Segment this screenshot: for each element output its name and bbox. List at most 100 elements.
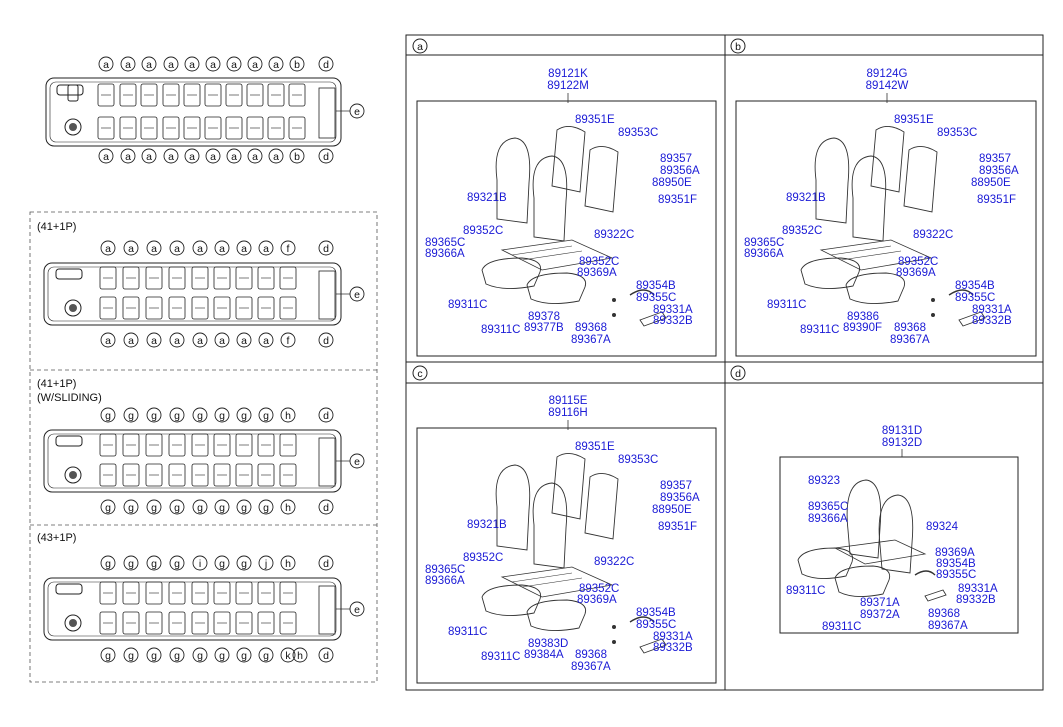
svg-text:g: g (151, 502, 157, 514)
rear-letter: d (318, 647, 334, 663)
seat-letter: a (163, 56, 179, 72)
part-number: 89386 (847, 311, 879, 323)
part-number: 89366A (744, 248, 784, 260)
part-number: 89365C (744, 237, 784, 249)
seat-letter: g (192, 407, 208, 423)
seat (288, 116, 306, 140)
rear-letter: d (318, 332, 334, 348)
part-number: 89369A (896, 267, 936, 279)
side-letter: e (349, 601, 365, 617)
svg-text:g: g (197, 650, 203, 662)
rear-letter: d (318, 148, 334, 164)
panel-c: 89115E89116H89351E89353C8935789356A88950… (425, 395, 700, 673)
seat-letter: a (192, 332, 208, 348)
seat (145, 581, 163, 605)
seat-letter: g (100, 555, 116, 571)
svg-text:a: a (219, 335, 225, 347)
panel-letter-a: a (412, 38, 428, 54)
svg-text:g: g (219, 558, 225, 570)
seat (279, 266, 297, 290)
seat (257, 296, 275, 320)
seat (168, 611, 186, 635)
svg-text:g: g (197, 410, 203, 422)
assembly-number: 89124G (867, 68, 908, 80)
seat-letter: a (163, 148, 179, 164)
seat (191, 433, 209, 457)
panel-b: 89124G89142W89351E89353C8935789356A88950… (744, 68, 1019, 346)
seat-letter: g (214, 407, 230, 423)
svg-text:a: a (210, 151, 216, 163)
part-number: 89365C (808, 501, 848, 513)
seat-letter: g (258, 647, 274, 663)
svg-text:g: g (241, 558, 247, 570)
svg-text:b: b (294, 59, 300, 71)
seat (279, 463, 297, 487)
seat-letter: a (205, 148, 221, 164)
svg-text:a: a (417, 41, 423, 53)
svg-text:g: g (174, 558, 180, 570)
part-number: 89311C (767, 299, 806, 311)
part-number: 89355C (636, 292, 676, 304)
panel-letter-d: d (730, 365, 746, 381)
svg-text:e: e (354, 106, 360, 118)
assembly-number: 89122M (547, 80, 589, 92)
rear-letter: d (318, 56, 334, 72)
seat-letter: a (236, 240, 252, 256)
part-number: 89355C (936, 569, 976, 581)
svg-text:a: a (168, 151, 174, 163)
seat (99, 581, 117, 605)
seat (145, 266, 163, 290)
seat (235, 296, 253, 320)
part-number: 89352C (579, 583, 619, 595)
part-number: 89390F (843, 322, 882, 334)
seat (279, 433, 297, 457)
seat-letter: a (169, 332, 185, 348)
seat (168, 463, 186, 487)
svg-text:g: g (197, 502, 203, 514)
seat (122, 296, 140, 320)
seat-letter: h (292, 647, 308, 663)
seat (122, 463, 140, 487)
seat (140, 116, 158, 140)
svg-text:g: g (241, 410, 247, 422)
part-number: 89357 (660, 153, 692, 165)
seat (122, 611, 140, 635)
seat-letter: g (123, 407, 139, 423)
svg-text:a: a (146, 59, 152, 71)
assembly-number: 89131D (882, 425, 922, 437)
part-number: 89355C (636, 619, 676, 631)
svg-text:d: d (323, 59, 329, 71)
svg-text:a: a (128, 335, 134, 347)
seat-letter: g (169, 407, 185, 423)
part-number: 89322C (594, 556, 634, 568)
part-number: 89371A (860, 597, 900, 609)
seat-letter: a (123, 332, 139, 348)
seat-letter: g (100, 407, 116, 423)
seat-letter: a (98, 148, 114, 164)
seat (122, 266, 140, 290)
seat-letter: g (192, 647, 208, 663)
svg-text:a: a (151, 335, 157, 347)
svg-text:d: d (323, 558, 329, 570)
svg-text:a: a (189, 59, 195, 71)
svg-text:j: j (264, 558, 267, 570)
svg-text:d: d (735, 368, 741, 380)
seat-letter: g (258, 407, 274, 423)
seat-letter: a (98, 56, 114, 72)
seat-letter: a (268, 56, 284, 72)
part-number: 89378 (528, 311, 560, 323)
part-number: 89366A (425, 575, 465, 587)
part-number: 89367A (928, 620, 968, 632)
seat (191, 296, 209, 320)
part-number: 89351E (575, 114, 615, 126)
svg-text:g: g (128, 558, 134, 570)
seat-letter: g (100, 499, 116, 515)
seat (279, 581, 297, 605)
seat (99, 611, 117, 635)
layout-options-frame (29, 211, 378, 683)
svg-text:f: f (287, 335, 290, 347)
part-number: 89368 (575, 322, 607, 334)
part-number: 89372A (860, 609, 900, 621)
